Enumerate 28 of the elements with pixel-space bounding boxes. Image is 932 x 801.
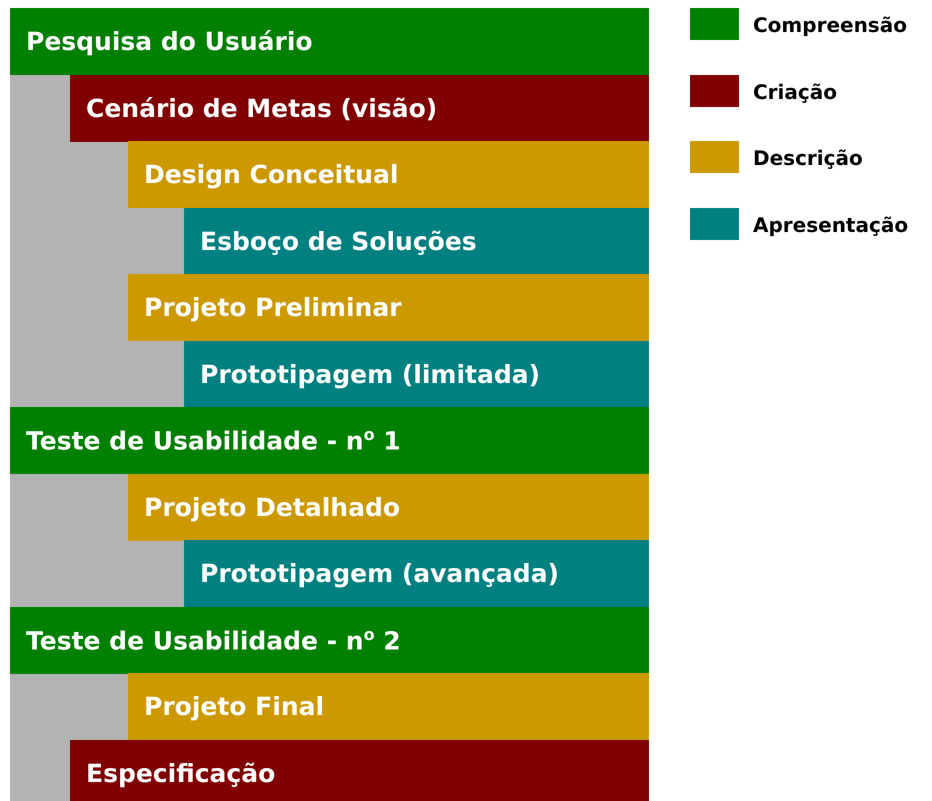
- phase-bar: [184, 208, 649, 274]
- phase-bar: [10, 407, 649, 474]
- phase-name: Cenário de Metas (visão): [85, 94, 438, 122]
- phase-name: Especificação: [85, 758, 276, 788]
- legend-label: Apresentação: [753, 212, 908, 238]
- legend-label: Criação: [753, 78, 837, 106]
- phase-name: Teste de Usabilidade - n$^{o}$ 2: [25, 624, 401, 656]
- phase-bar: [128, 274, 649, 341]
- phase-bar: [10, 606, 649, 674]
- phase-name: Design Conceitual: [143, 160, 398, 189]
- phase-name: Projeto Final: [143, 692, 324, 721]
- phase-bar: [70, 74, 649, 142]
- phase-bar: [184, 340, 649, 408]
- phase-name: Esboço de Soluções: [199, 226, 477, 256]
- phase-name: Prototipagem (avançada): [199, 559, 559, 588]
- phase-bar: [70, 740, 649, 801]
- phase-name: Projeto Detalhado: [143, 492, 400, 522]
- phase-name: Prototipagem (limitada): [199, 360, 540, 388]
- legend-label: Compreensão: [753, 12, 907, 39]
- phase-bar: [184, 540, 649, 607]
- phase-name: Projeto Preliminar: [143, 293, 402, 322]
- phase-bar: [128, 141, 649, 208]
- phase-bar: [10, 8, 649, 75]
- phase-name: Teste de Usabilidade - n$^{o}$ 1: [25, 425, 401, 456]
- phase-bar: [128, 474, 649, 540]
- phase-bar: [128, 673, 649, 740]
- phase-name: Pesquisa do Usuário: [25, 27, 313, 56]
- legend-label: Descrição: [753, 145, 863, 172]
